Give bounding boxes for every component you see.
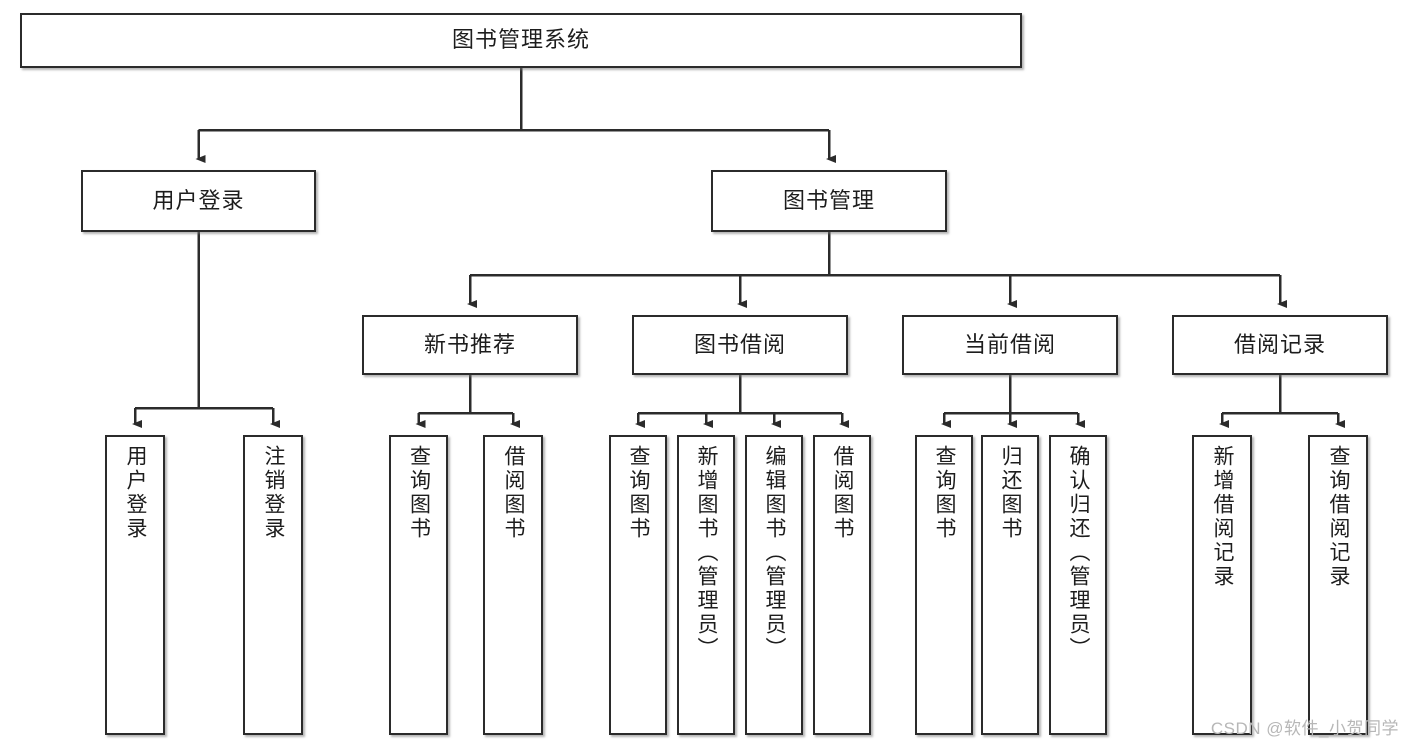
node-leaf-query-book-1[interactable]: 查询图书 bbox=[389, 435, 448, 735]
node-label: 当前借阅 bbox=[963, 331, 1056, 357]
node-label: 查询借阅记录 bbox=[1327, 445, 1351, 589]
node-leaf-confirm-return[interactable]: 确认归还（管理员） bbox=[1049, 435, 1107, 735]
node-label: 用户登录 bbox=[152, 187, 245, 213]
node-book-borrow[interactable]: 图书借阅 bbox=[632, 315, 848, 375]
node-label: 编辑图书（管理员） bbox=[763, 445, 787, 661]
node-leaf-borrow-book-2[interactable]: 借阅图书 bbox=[813, 435, 871, 735]
node-leaf-return-book[interactable]: 归还图书 bbox=[981, 435, 1039, 735]
node-leaf-query-book-3[interactable]: 查询图书 bbox=[915, 435, 973, 735]
node-label: 新书推荐 bbox=[423, 331, 516, 357]
node-book-manage[interactable]: 图书管理 bbox=[711, 170, 947, 232]
node-label: 新增图书（管理员） bbox=[695, 445, 719, 661]
node-label: 借阅记录 bbox=[1233, 331, 1326, 357]
node-leaf-query-record[interactable]: 查询借阅记录 bbox=[1308, 435, 1368, 735]
node-label: 用户登录 bbox=[124, 445, 148, 541]
node-label: 归还图书 bbox=[999, 445, 1023, 541]
node-root[interactable]: 图书管理系统 bbox=[20, 13, 1022, 68]
node-label: 借阅图书 bbox=[502, 445, 526, 541]
node-leaf-user-login[interactable]: 用户登录 bbox=[105, 435, 165, 735]
node-leaf-query-book-2[interactable]: 查询图书 bbox=[609, 435, 667, 735]
node-user-login[interactable]: 用户登录 bbox=[81, 170, 316, 232]
node-label: 图书管理 bbox=[782, 187, 875, 213]
node-label: 查询图书 bbox=[407, 445, 431, 541]
node-label: 注销登录 bbox=[262, 445, 286, 541]
node-borrow-records[interactable]: 借阅记录 bbox=[1172, 315, 1388, 375]
node-label: 新增借阅记录 bbox=[1211, 445, 1235, 589]
node-label: 查询图书 bbox=[627, 445, 651, 541]
node-leaf-logout[interactable]: 注销登录 bbox=[243, 435, 303, 735]
node-label: 图书管理系统 bbox=[451, 27, 590, 53]
node-leaf-add-book[interactable]: 新增图书（管理员） bbox=[677, 435, 735, 735]
node-leaf-edit-book[interactable]: 编辑图书（管理员） bbox=[745, 435, 803, 735]
node-current-borrow[interactable]: 当前借阅 bbox=[902, 315, 1118, 375]
node-new-book-recommend[interactable]: 新书推荐 bbox=[362, 315, 578, 375]
node-leaf-borrow-book-1[interactable]: 借阅图书 bbox=[483, 435, 543, 735]
node-label: 图书借阅 bbox=[693, 331, 786, 357]
node-label: 确认归还（管理员） bbox=[1067, 445, 1091, 661]
node-leaf-add-record[interactable]: 新增借阅记录 bbox=[1192, 435, 1252, 735]
node-label: 借阅图书 bbox=[831, 445, 855, 541]
node-label: 查询图书 bbox=[933, 445, 957, 541]
